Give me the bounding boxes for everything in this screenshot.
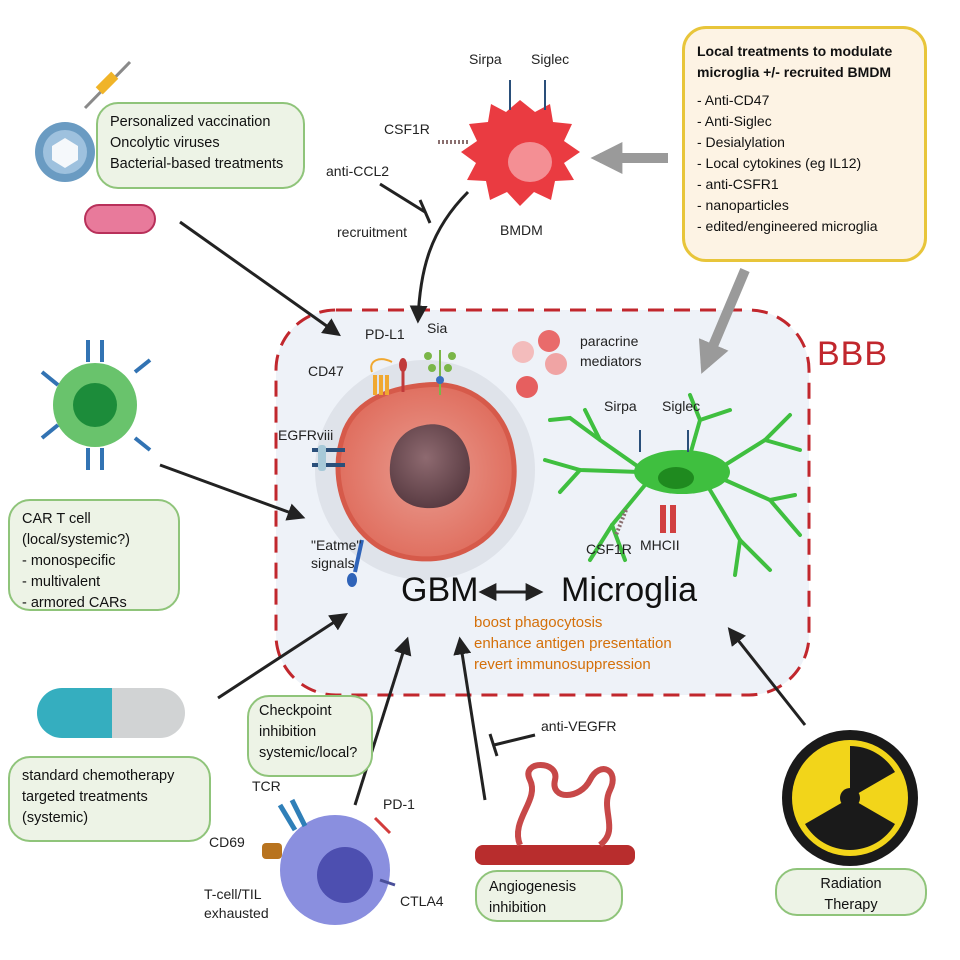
car-item: - armored CARs — [22, 595, 127, 611]
local-treatment-item: - Desialylation — [697, 134, 785, 150]
bmdm-siglec-label: Siglec — [531, 51, 570, 67]
local-treatment-item: - nanoparticles — [697, 197, 789, 213]
angiogenesis-vessel — [475, 762, 635, 865]
tumor-receptors — [312, 350, 456, 587]
local-treatment-item: - Local cytokines (eg IL12) — [697, 155, 862, 171]
egfrviii-label: EGFRviii — [278, 427, 334, 443]
radiation-box: Radiation Therapy — [775, 868, 927, 916]
local-treatment-item: - Anti-CD47 — [697, 92, 770, 108]
chemo-item: standard chemotherapy — [22, 768, 175, 784]
local-treatments-title-2: microglia +/- recruited BMDM — [697, 64, 892, 80]
bmdm-sirpa-label: Sirpa — [469, 51, 502, 67]
checkpoint-box: Checkpoint inhibition systemic/local? — [247, 695, 373, 777]
car-t-box: CAR T cell (local/systemic?) - monospeci… — [8, 499, 180, 611]
angiogenesis-box: Angiogenesis inhibition — [475, 870, 623, 922]
radiation-item: Therapy — [824, 897, 878, 913]
anti-ccl2-label: anti-CCL2 — [326, 163, 390, 179]
tcell-label-2: exhausted — [204, 905, 269, 921]
paracrine-dots — [512, 330, 567, 398]
grey-arrows — [590, 141, 750, 374]
vaccination-item: Bacterial-based treatments — [110, 156, 284, 172]
goal-antigen: enhance antigen presentation — [474, 635, 672, 652]
local-treatment-item: - edited/engineered microglia — [697, 218, 878, 234]
goal-immunosuppression: revert immunosuppression — [474, 656, 651, 673]
angio-item: inhibition — [489, 900, 547, 916]
local-treatment-item: - anti-CSFR1 — [697, 176, 779, 192]
car-item: - multivalent — [22, 574, 101, 590]
angio-item: Angiogenesis — [489, 879, 577, 895]
chemo-box: standard chemotherapy targeted treatment… — [8, 756, 211, 842]
microglia-label: Microglia — [561, 571, 698, 609]
checkpoint-item: Checkpoint — [259, 703, 332, 719]
vaccine-icons — [35, 60, 156, 234]
eatme-label-2: signals — [311, 555, 355, 571]
radiation-icon — [782, 730, 918, 866]
checkpoint-item: inhibition — [259, 724, 317, 740]
t-cell — [262, 798, 396, 925]
paracrine-label-1: paracrine — [580, 333, 639, 349]
car-item: CAR T cell — [22, 511, 91, 527]
microglia-mhcii-label: MHCII — [640, 537, 680, 553]
chemo-pill — [37, 688, 185, 738]
car-item: - monospecific — [22, 553, 116, 569]
microglia-body — [614, 430, 730, 536]
microglia-cell — [543, 393, 802, 577]
microglia-sirpa-label: Sirpa — [604, 398, 637, 414]
local-treatments-title-1: Local treatments to modulate — [697, 43, 893, 59]
bbb-label: BBB — [817, 335, 889, 373]
car-item: (local/systemic?) — [22, 532, 130, 548]
bmdm-cell — [438, 80, 580, 206]
sia-label: Sia — [427, 320, 448, 336]
microglia-csf1r-label: CSF1R — [586, 541, 632, 557]
ctla4-label: CTLA4 — [400, 893, 444, 909]
tcell-label-1: T-cell/TIL — [204, 886, 262, 902]
microglia-siglec-label: Siglec — [662, 398, 701, 414]
tcr-label: TCR — [252, 778, 281, 794]
checkpoint-item: systemic/local? — [259, 745, 358, 761]
arrows — [159, 182, 807, 806]
eatme-label-1: "Eatme" — [311, 537, 362, 553]
vaccination-item: Oncolytic viruses — [110, 135, 220, 151]
vaccination-box: Personalized vaccination Oncolytic virus… — [96, 102, 305, 189]
goal-phagocytosis: boost phagocytosis — [474, 614, 603, 631]
chemo-item: (systemic) — [22, 810, 89, 826]
local-treatments-box: Local treatments to modulate microglia +… — [682, 26, 927, 262]
cd47-label: CD47 — [308, 363, 344, 379]
cd69-label: CD69 — [209, 834, 245, 850]
car-t-cell — [40, 340, 152, 470]
pd1-label: PD-1 — [383, 796, 415, 812]
pd-l1-label: PD-L1 — [365, 326, 405, 342]
gbm-label: GBM — [401, 571, 479, 609]
gbm-tumor-cell — [315, 360, 535, 580]
anti-vegfr-label: anti-VEGFR — [541, 718, 617, 734]
local-treatment-item: - Anti-Siglec — [697, 113, 772, 129]
recruitment-label: recruitment — [337, 224, 408, 240]
bmdm-csf1r-label: CSF1R — [384, 121, 430, 137]
vaccination-item: Personalized vaccination — [110, 114, 271, 130]
radiation-item: Radiation — [820, 876, 882, 892]
paracrine-label-2: mediators — [580, 353, 642, 369]
bmdm-label: BMDM — [500, 222, 543, 238]
chemo-item: targeted treatments — [22, 789, 148, 805]
